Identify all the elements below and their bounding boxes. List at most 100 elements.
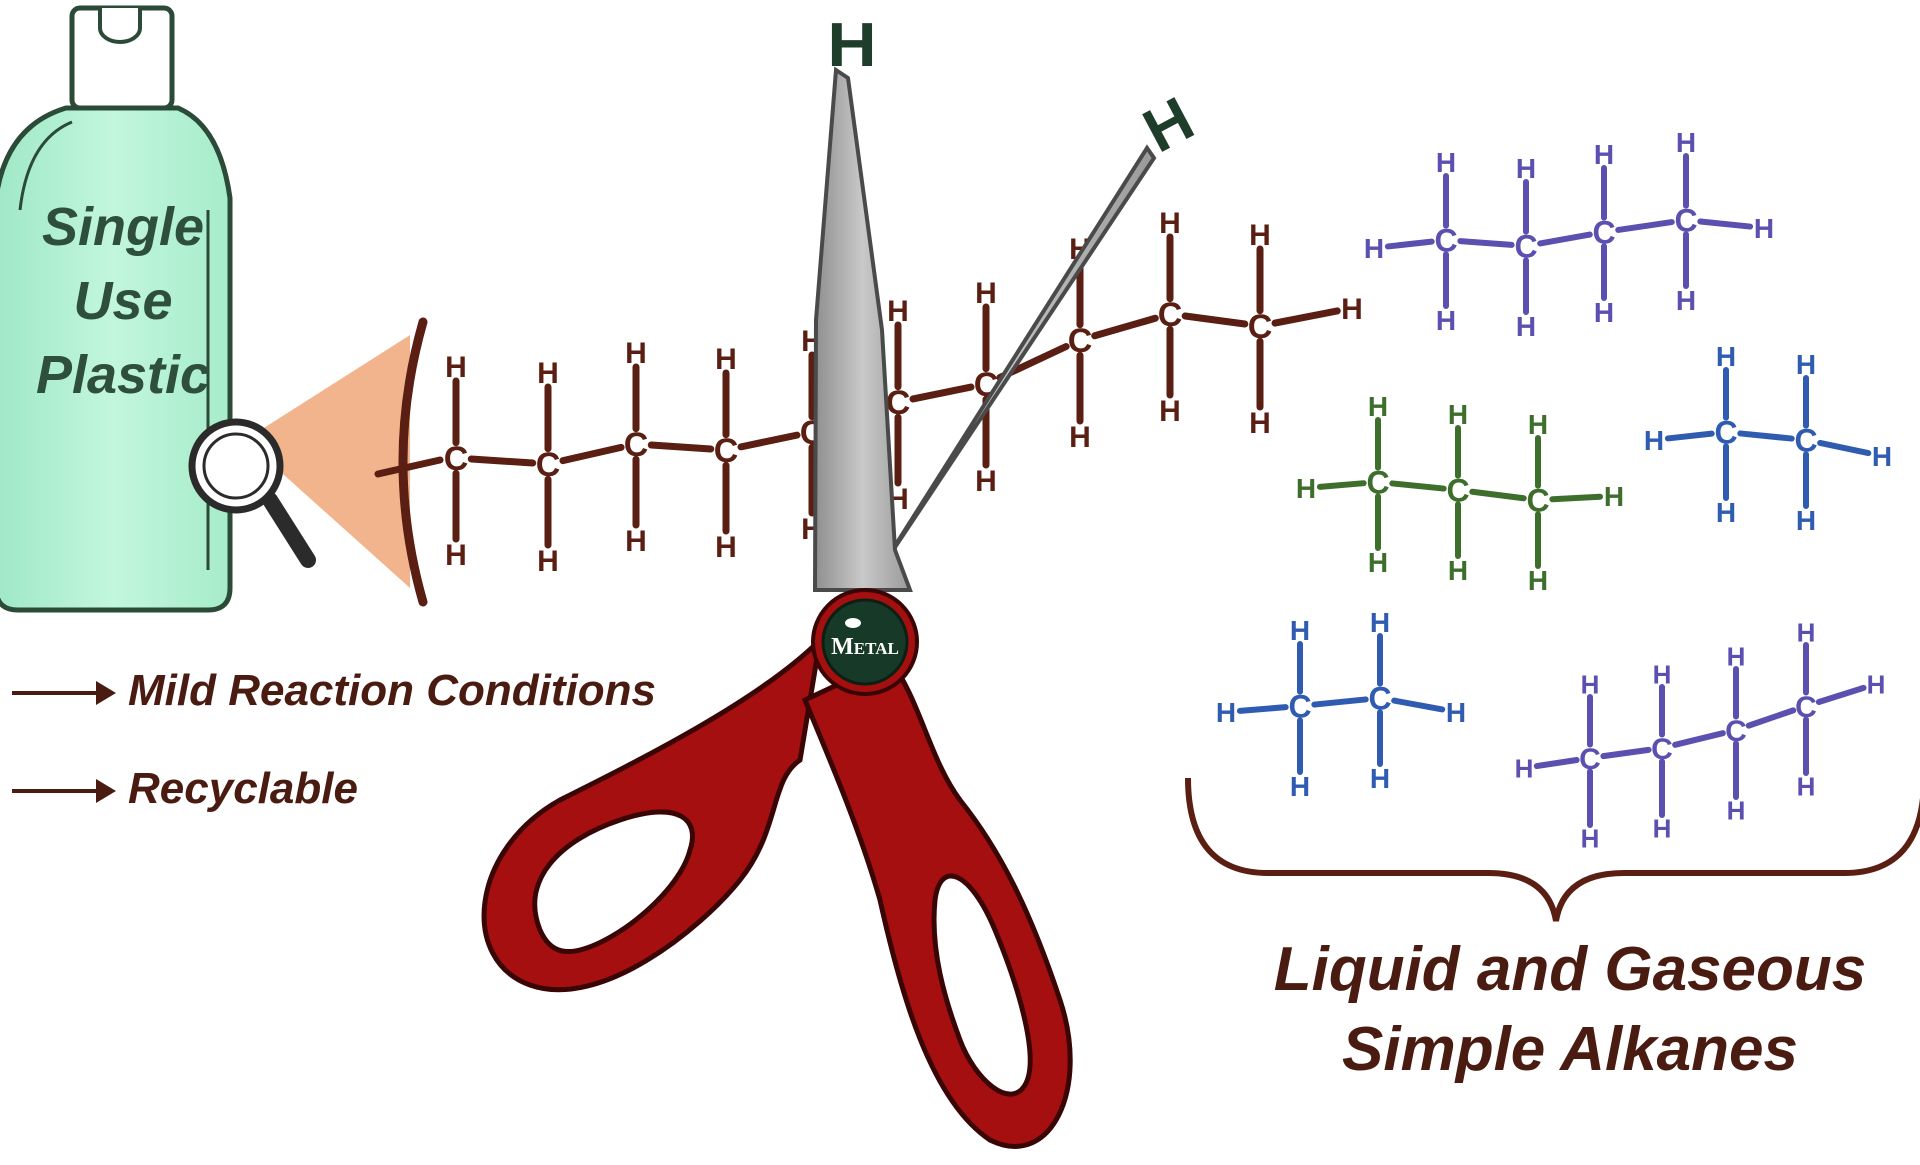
hydrogen-atom: H <box>1216 697 1236 728</box>
carbon-atom: C <box>1368 681 1391 717</box>
carbon-atom: C <box>1366 465 1389 501</box>
carbon-atom: C <box>1795 691 1817 724</box>
hydrogen-atom: H <box>1368 547 1388 578</box>
scissors-icon <box>481 66 1157 1149</box>
catalyst-label: Metal <box>831 634 899 660</box>
arrow-right-icon <box>12 691 100 695</box>
magnifier-icon <box>188 418 316 568</box>
hydrogen-atom: H <box>625 337 647 370</box>
feature-mild-conditions: Mild Reaction Conditions <box>128 666 656 715</box>
hydrogen-atom: H <box>1436 147 1456 178</box>
carbon-atom: C <box>1794 423 1817 459</box>
cleaved-hydrogen-1: H <box>827 10 876 79</box>
hydrogen-atom: H <box>1516 311 1536 342</box>
hydrogen-atom: H <box>1676 285 1696 316</box>
hydrogen-atom: H <box>1516 153 1536 184</box>
hydrogen-atom: H <box>1528 565 1548 596</box>
bottle-line-1: Single <box>41 197 205 257</box>
hydrogen-atom: H <box>1368 391 1388 422</box>
carbon-atom: C <box>1514 229 1537 265</box>
hydrogen-atom: H <box>1370 607 1390 638</box>
bond <box>1389 480 1447 492</box>
hydrogen-atom: H <box>1594 139 1614 170</box>
bond <box>1817 439 1872 457</box>
bond <box>1316 480 1367 490</box>
hydrogen-atom: H <box>1653 813 1672 843</box>
hydrogen-atom: H <box>975 277 997 310</box>
bond <box>647 441 715 453</box>
hydrogen-atom: H <box>1867 669 1886 699</box>
bond <box>737 431 801 451</box>
hydrogen-atom: H <box>1296 473 1316 504</box>
bond <box>559 443 625 465</box>
hydrogen-atom: H <box>715 531 737 564</box>
hydrogen-atom: H <box>1448 399 1468 430</box>
hydrogen-atom: H <box>1604 481 1624 512</box>
carbon-atom: C <box>1674 203 1697 239</box>
hydrogen-atom: H <box>1727 641 1746 671</box>
bond <box>1664 430 1715 442</box>
arrow-right-icon <box>96 681 116 705</box>
carbon-atom: C <box>624 426 649 464</box>
hydrogen-atom: H <box>975 465 997 498</box>
bottle-icon <box>0 5 233 613</box>
carbon-atom: C <box>1158 296 1183 334</box>
caption-line-1: Liquid and Gaseous <box>1273 935 1867 1004</box>
bond <box>1737 430 1795 442</box>
bond <box>1091 314 1159 340</box>
hydrogen-atom: H <box>1370 763 1390 794</box>
hydrogen-atom: H <box>1644 425 1664 456</box>
hydrogen-atom: H <box>1528 409 1548 440</box>
hydrogen-atom: H <box>1797 771 1816 801</box>
bond <box>1384 238 1435 250</box>
hydrogen-atom: H <box>445 539 467 572</box>
bond <box>1469 488 1527 502</box>
arrow-right-icon <box>12 789 100 793</box>
bottle-line-2: Use <box>73 271 173 331</box>
hydrogen-atom: H <box>1872 441 1892 472</box>
hydrogen-atom: H <box>1716 341 1736 372</box>
hydrogen-atom: H <box>1290 771 1310 802</box>
carbon-atom: C <box>1725 715 1747 748</box>
bond <box>467 455 537 467</box>
carbon-atom: C <box>1592 215 1615 251</box>
magnifier-beam <box>245 335 410 588</box>
caption-line-2: Simple Alkanes <box>1341 1015 1798 1084</box>
carbon-atom: C <box>714 432 739 470</box>
hydrogen-atom: H <box>715 343 737 376</box>
carbon-atom: C <box>536 446 561 484</box>
bond <box>1672 730 1726 748</box>
polymer-bracket <box>398 317 428 607</box>
carbon-atom: C <box>886 384 911 422</box>
carbon-atom: C <box>1434 223 1457 259</box>
carbon-atom: C <box>1526 483 1549 519</box>
carbon-atom: C <box>1288 689 1311 725</box>
bottle-label: Single Use Plastic <box>18 190 228 412</box>
hydrogen-atom: H <box>1796 505 1816 536</box>
bond <box>1537 231 1593 247</box>
bond <box>374 456 444 478</box>
hydrogen-atom: H <box>1436 305 1456 336</box>
carbon-atom: C <box>444 440 469 478</box>
hydrogen-atom: H <box>1594 297 1614 328</box>
hydrogen-atom: H <box>1797 617 1816 647</box>
bond <box>1271 307 1341 327</box>
hydrogen-atom: H <box>1581 823 1600 853</box>
bond <box>1549 493 1604 503</box>
hydrogen-atom: H <box>1676 127 1696 158</box>
carbon-atom: C <box>1068 322 1093 360</box>
hydrogen-atom: H <box>1716 497 1736 528</box>
hydrogen-atom: H <box>1727 795 1746 825</box>
bond <box>909 383 975 403</box>
bond <box>1600 746 1652 760</box>
hydrogen-atom: H <box>1653 659 1672 689</box>
bond <box>1457 238 1515 248</box>
hydrogen-atom: H <box>1448 555 1468 586</box>
bond <box>1815 684 1867 705</box>
carbon-atom: C <box>1248 308 1273 346</box>
hydrogen-atom: H <box>887 295 909 328</box>
hydrogen-atom: H <box>1341 293 1363 326</box>
bond <box>1311 696 1369 708</box>
hydrogen-atom: H <box>1364 233 1384 264</box>
